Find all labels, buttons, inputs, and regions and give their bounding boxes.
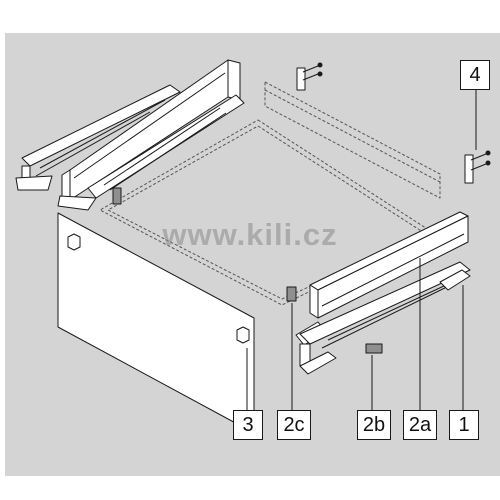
callout-2c: 2c <box>277 410 311 440</box>
clip-2c <box>286 286 297 302</box>
clip-left <box>112 187 122 205</box>
drawer-bottom-outline <box>99 119 433 306</box>
watermark-text: www.kili.cz <box>162 217 338 252</box>
right-drawer-side <box>295 211 469 346</box>
left-drawer-side <box>57 59 245 211</box>
callout-2b: 2b <box>357 410 391 440</box>
callout-2a: 2a <box>403 410 437 440</box>
right-runner <box>299 261 471 375</box>
callout-4: 4 <box>460 60 490 90</box>
clip-2b <box>365 343 383 354</box>
back-bracket-left <box>296 62 323 91</box>
callout-1: 1 <box>449 410 479 440</box>
front-panel-fittings <box>67 233 250 344</box>
back-panel-outline <box>264 81 441 199</box>
leader-lines <box>246 90 477 410</box>
back-bracket-right <box>464 150 491 184</box>
callout-3: 3 <box>233 410 263 440</box>
left-runner <box>15 84 181 191</box>
